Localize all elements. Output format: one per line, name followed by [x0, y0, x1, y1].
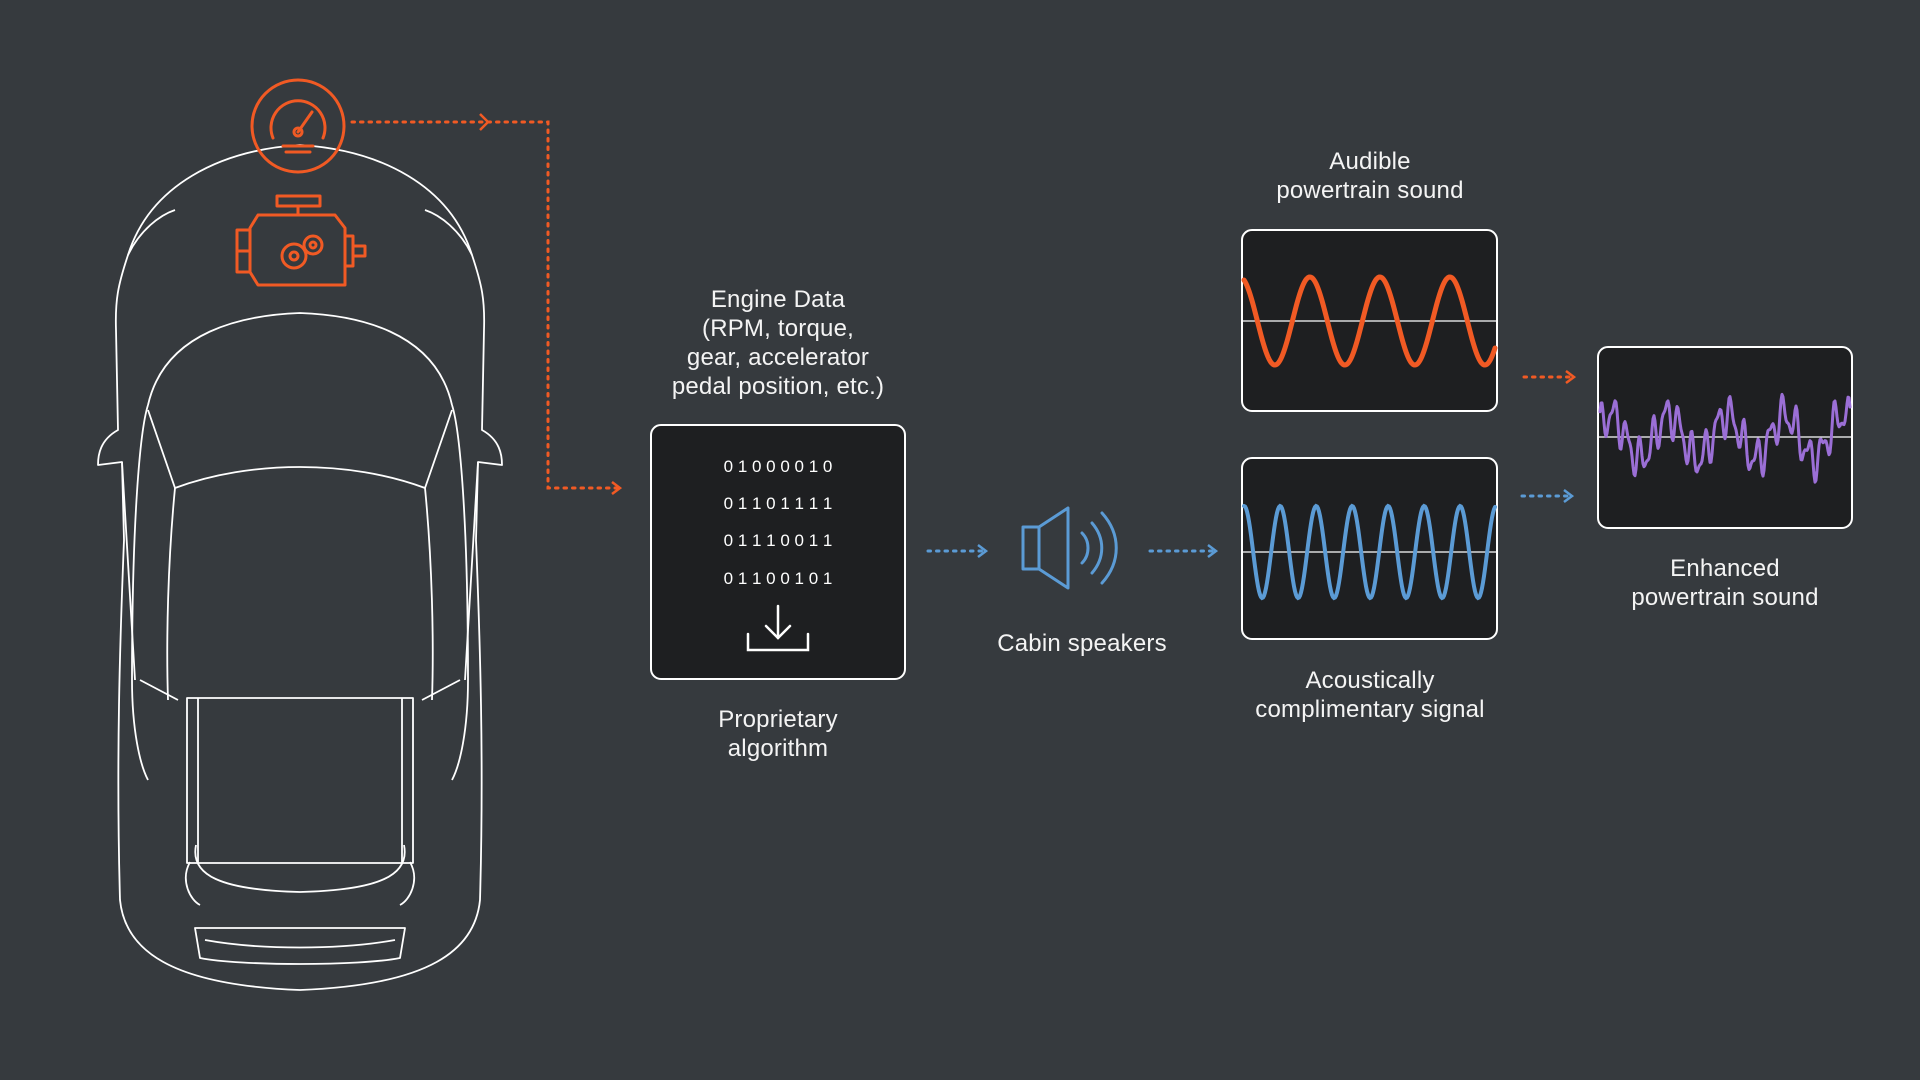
binary-row: 0 1 1 0 1 1 1 1: [724, 494, 833, 513]
complimentary-label: Acoustically complimentary signal: [1220, 666, 1520, 724]
binary-row: 0 1 1 0 0 1 0 1: [724, 569, 833, 588]
binary-row: 0 1 0 0 0 0 1 0: [724, 457, 833, 476]
connector-mid-arrow: [479, 113, 490, 131]
audible-line: Audible: [1329, 148, 1411, 175]
engine-data-label: Engine Data (RPM, torque, gear, accelera…: [628, 285, 928, 401]
engine-data-line: gear, accelerator: [686, 344, 870, 371]
enhanced-waveform: [1598, 392, 1852, 484]
car-outline: [97, 144, 503, 991]
algorithm-line: Proprietary: [718, 706, 838, 733]
speakers-line: Cabin speakers: [997, 630, 1167, 657]
audible-label: Audible powertrain sound: [1220, 147, 1520, 205]
binary-data: 0 1 0 0 0 0 1 0 0 1 1 0 1 1 1 1 0 1 1 1 …: [724, 457, 833, 588]
algorithm-box: [650, 424, 906, 680]
complimentary-waveform: [1242, 503, 1497, 601]
complimentary-waveform-box: [1241, 457, 1498, 640]
engine-data-line: pedal position, etc.): [671, 373, 885, 400]
speaker-icon: [1021, 506, 1118, 590]
audible-line: powertrain sound: [1276, 177, 1464, 204]
engine-data-connector: [350, 120, 620, 488]
engine-data-line: Engine Data: [710, 286, 846, 313]
enhanced-label: Enhanced powertrain sound: [1575, 554, 1875, 612]
binary-row: 0 1 1 1 0 0 1 1: [724, 531, 833, 550]
download-icon: [746, 604, 810, 652]
algorithm-label: Proprietary algorithm: [658, 705, 898, 763]
audible-waveform: [1241, 274, 1498, 368]
speakers-label: Cabin speakers: [962, 629, 1202, 658]
algorithm-line: algorithm: [727, 735, 829, 762]
enhanced-line: Enhanced: [1670, 555, 1780, 582]
complimentary-line: complimentary signal: [1255, 696, 1485, 723]
engine-gears-icon: [235, 194, 367, 287]
speedometer-icon: [250, 78, 346, 174]
enhanced-line: powertrain sound: [1631, 584, 1819, 611]
complimentary-line: Acoustically: [1305, 667, 1435, 694]
engine-data-line: (RPM, torque,: [702, 315, 854, 342]
